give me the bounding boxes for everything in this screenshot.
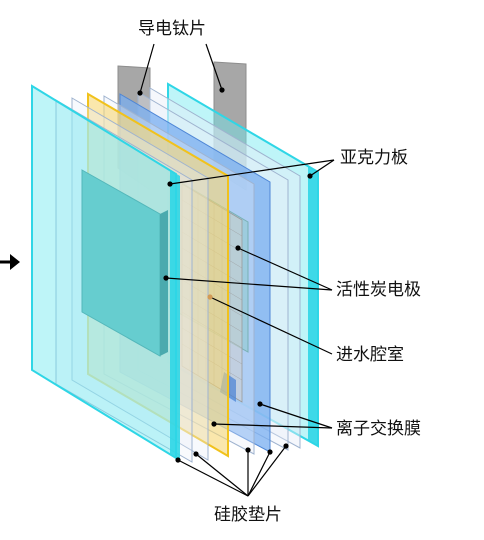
- leader-lines: [139, 43, 335, 497]
- label-ion-exchange-membrane: 离子交换膜: [336, 419, 421, 439]
- label-titanium-tab: 导电钛片: [138, 19, 206, 39]
- water-chamber-dot: [207, 294, 213, 300]
- leader-dots: [137, 87, 313, 463]
- label-acrylic-plate: 亚克力板: [340, 148, 408, 168]
- acrylic-plate-front: [31, 84, 177, 460]
- label-activated-carbon-electrode: 活性炭电极: [336, 280, 421, 300]
- label-silicone-gasket: 硅胶垫片: [214, 505, 282, 525]
- label-water-inlet-chamber: 进水腔室: [336, 345, 404, 365]
- carbon-electrode-front-edge: [160, 210, 168, 356]
- acrylic-edge-front: [170, 170, 180, 460]
- acrylic-edge-back: [308, 166, 318, 446]
- arrow-right-icon: [0, 254, 20, 270]
